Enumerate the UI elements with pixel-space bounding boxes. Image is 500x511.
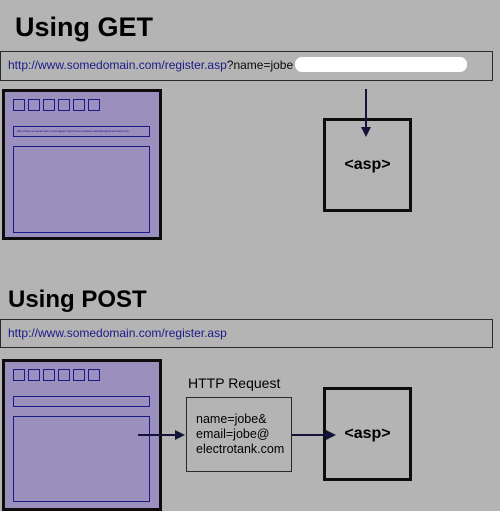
toolbar-button xyxy=(13,369,25,381)
toolbar-button xyxy=(28,369,40,381)
toolbar-button xyxy=(73,99,85,111)
toolbar-button xyxy=(88,99,100,111)
post-url-bar[interactable]: http://www.somedomain.com/register.asp xyxy=(0,319,493,348)
browser-window-get: http://www.somedomain.com/register.asp?n… xyxy=(2,89,162,240)
toolbar-button xyxy=(58,369,70,381)
asp-server-post: <asp> xyxy=(323,387,412,481)
browser-address-bar: http://www.somedomain.com/register.asp?n… xyxy=(13,126,150,137)
browser-content-area xyxy=(13,146,150,233)
post-url-text: http://www.somedomain.com/register.asp xyxy=(8,326,227,340)
browser-content-area xyxy=(13,416,150,502)
browser-address-bar xyxy=(13,396,150,407)
toolbar-button xyxy=(28,99,40,111)
request-line: email=jobe@ xyxy=(196,427,270,441)
request-line: electrotank.com xyxy=(196,442,285,456)
get-url-bar[interactable]: http://www.somedomain.com/register.asp?n… xyxy=(0,51,493,81)
http-request-label: HTTP Request xyxy=(188,375,281,391)
asp-server-label: <asp> xyxy=(344,156,391,173)
redaction-mark xyxy=(295,56,468,72)
browser-toolbar xyxy=(13,99,100,111)
http-request-box: name=jobe& email=jobe@ electrotank.com xyxy=(186,397,292,472)
toolbar-button xyxy=(43,99,55,111)
browser-window-post xyxy=(2,359,162,511)
request-line: name=jobe& xyxy=(196,412,267,426)
get-section-title: Using GET xyxy=(15,12,154,42)
get-url-query: ?name=jobe xyxy=(226,58,294,72)
asp-server-label: <asp> xyxy=(344,425,391,442)
post-section-title: Using POST xyxy=(8,286,147,313)
toolbar-button xyxy=(58,99,70,111)
toolbar-button xyxy=(88,369,100,381)
toolbar-button xyxy=(13,99,25,111)
toolbar-button xyxy=(73,369,85,381)
toolbar-button xyxy=(43,369,55,381)
get-url-base: http://www.somedomain.com/register.asp xyxy=(8,58,227,72)
browser-toolbar xyxy=(13,369,100,381)
